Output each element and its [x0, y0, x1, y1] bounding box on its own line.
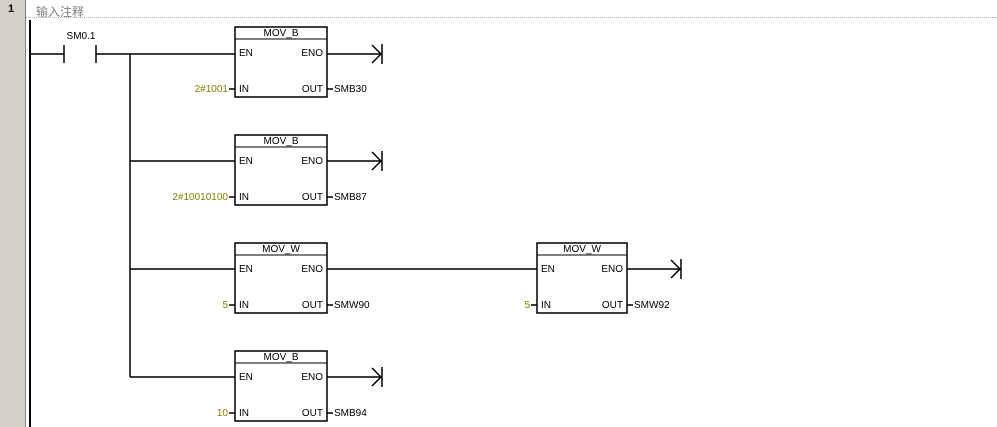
block-title: MOV_W	[563, 244, 601, 255]
in-value[interactable]: 2#10010100	[172, 192, 228, 203]
function-block-mov-w-1[interactable]: MOV_W EN ENO IN OUT	[234, 242, 328, 314]
out-label: OUT	[602, 300, 623, 311]
block-title: MOV_W	[262, 244, 300, 255]
function-block-mov-b-2[interactable]: MOV_B EN ENO IN OUT	[234, 134, 328, 206]
function-block-mov-b-1[interactable]: MOV_B EN ENO IN OUT	[234, 26, 328, 98]
eno-label: ENO	[301, 48, 323, 59]
eno-arrow-2	[327, 151, 383, 171]
eno-label: ENO	[601, 264, 623, 275]
en-label: EN	[239, 264, 253, 275]
eno-arrow-1	[327, 44, 383, 64]
en-label: EN	[541, 264, 555, 275]
function-block-mov-w-2[interactable]: MOV_W EN ENO IN OUT	[536, 242, 628, 314]
out-value[interactable]: SMB30	[334, 84, 367, 95]
in-label: IN	[239, 84, 249, 95]
out-label: OUT	[302, 84, 323, 95]
eno-label: ENO	[301, 156, 323, 167]
in-value[interactable]: 5	[222, 300, 228, 311]
out-value[interactable]: SMW90	[334, 300, 370, 311]
contact-address: SM0.1	[67, 31, 96, 42]
block-title: MOV_B	[263, 28, 298, 39]
in-value[interactable]: 10	[217, 408, 229, 419]
out-label: OUT	[302, 300, 323, 311]
in-label: IN	[239, 408, 249, 419]
in-value[interactable]: 5	[524, 300, 530, 311]
en-label: EN	[239, 372, 253, 383]
in-label: IN	[239, 192, 249, 203]
contact-sm0-1[interactable]: SM0.1	[30, 31, 130, 63]
out-value[interactable]: SMW92	[634, 300, 670, 311]
block-title: MOV_B	[263, 352, 298, 363]
network-gutter: 1	[0, 0, 26, 427]
out-value[interactable]: SMB94	[334, 408, 367, 419]
eno-arrow-3	[627, 259, 682, 279]
in-label: IN	[239, 300, 249, 311]
out-label: OUT	[302, 408, 323, 419]
block-title: MOV_B	[263, 136, 298, 147]
function-block-mov-b-3[interactable]: MOV_B EN ENO IN OUT	[234, 350, 328, 422]
en-label: EN	[239, 48, 253, 59]
eno-arrow-4	[327, 367, 383, 387]
in-label: IN	[541, 300, 551, 311]
comment-divider	[26, 17, 997, 18]
en-label: EN	[239, 156, 253, 167]
network-number: 1	[8, 3, 15, 15]
out-label: OUT	[302, 192, 323, 203]
eno-label: ENO	[301, 372, 323, 383]
network-comment[interactable]: 输入注释	[36, 5, 85, 19]
out-value[interactable]: SMB87	[334, 192, 367, 203]
in-value[interactable]: 2#1001	[195, 84, 229, 95]
eno-label: ENO	[301, 264, 323, 275]
